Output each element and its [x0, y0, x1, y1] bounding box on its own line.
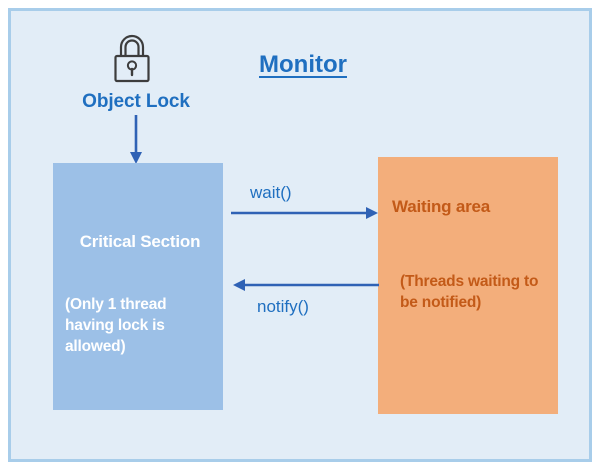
padlock-icon: [110, 32, 154, 88]
page-title: Monitor: [259, 51, 347, 78]
lock-to-critical-section-arrow: [122, 115, 150, 165]
wait-flow-label: wait(): [250, 183, 292, 202]
wait-flow-arrow: [231, 205, 379, 221]
object-lock-label: Object Lock: [82, 91, 190, 112]
waiting-area-box: Waiting area (Threads waiting to be noti…: [378, 157, 558, 414]
waiting-area-title: Waiting area: [392, 197, 491, 216]
diagram-panel: Object Lock Monitor Critical Section (On…: [8, 8, 592, 462]
notify-flow-arrow: [233, 277, 379, 293]
critical-section-title: Critical Section: [79, 232, 201, 251]
waiting-area-note: (Threads waiting to be notified): [400, 273, 539, 311]
critical-section-note: (Only 1 thread having lock is allowed): [65, 296, 167, 355]
notify-flow-label: notify(): [257, 297, 309, 316]
critical-section-box: Critical Section (Only 1 thread having l…: [53, 163, 223, 410]
